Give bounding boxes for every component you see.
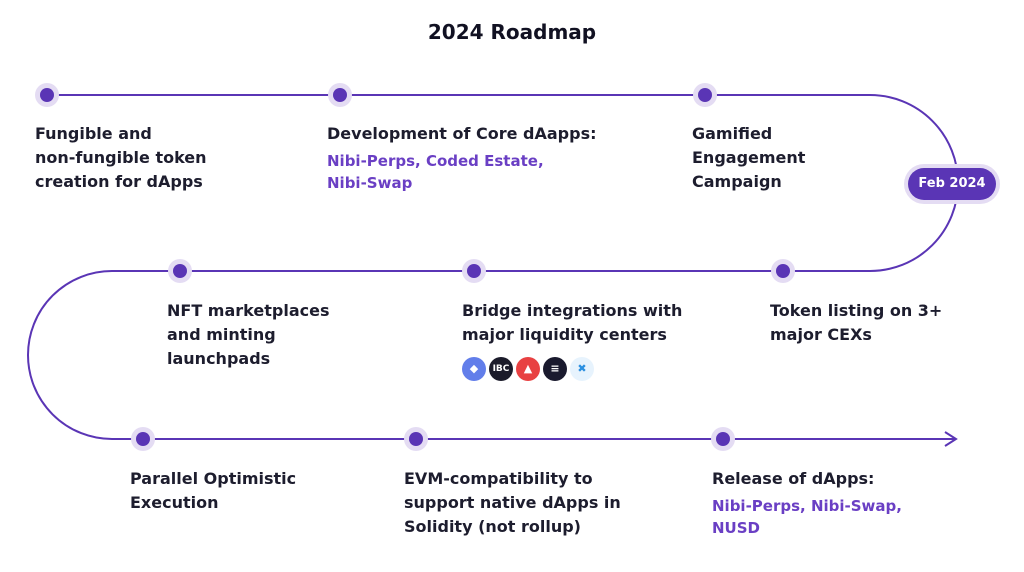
milestone-token-creation: Fungible and non-fungible token creation…	[35, 122, 207, 194]
cross-chain-icon: ✖	[570, 357, 594, 381]
milestone-gamified-campaign: Gamified Engagement Campaign	[692, 122, 805, 194]
milestone-dot	[173, 264, 187, 278]
milestone-parallel-execution: Parallel Optimistic Execution	[130, 467, 296, 515]
avalanche-icon: ▲	[516, 357, 540, 381]
milestone-title: Release of dApps:	[712, 469, 875, 488]
date-badge: Feb 2024	[908, 168, 996, 200]
milestone-bridge-integrations: Bridge integrations with major liquidity…	[462, 299, 682, 347]
milestone-title: EVM-compatibility to support native dApp…	[404, 469, 621, 536]
ibc-icon: IBC	[489, 357, 513, 381]
milestone-title: Gamified Engagement Campaign	[692, 124, 806, 191]
arrow-head-icon	[944, 431, 958, 447]
milestone-dot	[776, 264, 790, 278]
milestone-title: Development of Core dAapps:	[327, 124, 597, 143]
milestone-subtitle: Nibi-Perps, Nibi-Swap, NUSD	[712, 497, 902, 537]
milestone-subtitle: Nibi-Perps, Coded Estate, Nibi-Swap	[327, 152, 544, 192]
milestone-dot	[467, 264, 481, 278]
milestone-dot	[409, 432, 423, 446]
ethereum-icon: ◆	[462, 357, 486, 381]
milestone-title: NFT marketplaces and minting launchpads	[167, 301, 330, 368]
milestone-title: Bridge integrations with major liquidity…	[462, 301, 683, 344]
milestone-dot	[40, 88, 54, 102]
milestone-dapps-release: Release of dApps: Nibi-Perps, Nibi-Swap,…	[712, 467, 902, 539]
solana-icon: ≡	[543, 357, 567, 381]
milestone-dot	[716, 432, 730, 446]
milestone-title: Parallel Optimistic Execution	[130, 469, 297, 512]
milestone-title: Fungible and non-fungible token creation…	[35, 124, 207, 191]
milestone-dot	[333, 88, 347, 102]
milestone-token-listing: Token listing on 3+ major CEXs	[770, 299, 942, 347]
milestone-title: Token listing on 3+ major CEXs	[770, 301, 943, 344]
milestone-core-dapps: Development of Core dAapps: Nibi-Perps, …	[327, 122, 597, 194]
milestone-evm-compatibility: EVM-compatibility to support native dApp…	[404, 467, 621, 539]
milestone-nft-marketplaces: NFT marketplaces and minting launchpads	[167, 299, 329, 371]
milestone-dot	[698, 88, 712, 102]
milestone-dot	[136, 432, 150, 446]
roadmap-path	[27, 94, 959, 440]
page-title: 2024 Roadmap	[427, 20, 597, 44]
